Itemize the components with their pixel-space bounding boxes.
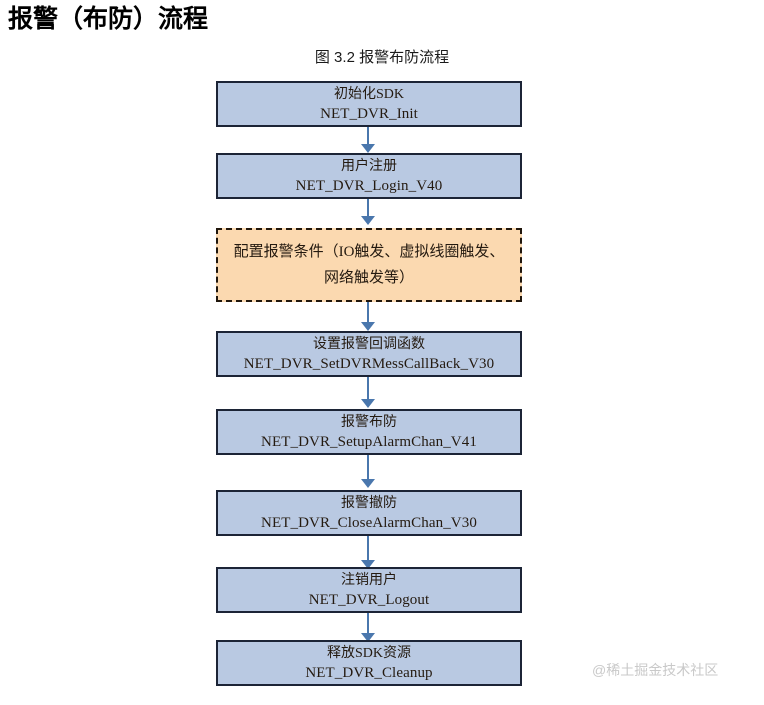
flow-node-set-alarm-callback[interactable]: 设置报警回调函数 NET_DVR_SetDVRMessCallBack_V30 (216, 331, 522, 377)
connector-line-1 (367, 127, 369, 144)
flow-node-api: NET_DVR_SetDVRMessCallBack_V30 (243, 355, 495, 372)
flow-node-title: 释放SDK资源 (326, 645, 411, 661)
flow-node-title: 用户注册 (341, 158, 397, 174)
flow-node-api: NET_DVR_Logout (308, 591, 430, 608)
flow-node-setup-alarm-chan[interactable]: 报警布防 NET_DVR_SetupAlarmChan_V41 (216, 409, 522, 455)
flow-node-api: NET_DVR_Login_V40 (295, 177, 443, 194)
flow-node-logout[interactable]: 注销用户 NET_DVR_Logout (216, 567, 522, 613)
flow-node-title: 注销用户 (341, 572, 397, 588)
flow-node-title: 初始化SDK (333, 86, 404, 102)
flow-node-title: 报警布防 (341, 414, 397, 430)
flow-node-api: NET_DVR_Init (320, 105, 418, 122)
connector-arrowhead-1 (361, 144, 375, 153)
flow-node-api: NET_DVR_SetupAlarmChan_V41 (261, 433, 477, 450)
flow-node-configure-alarm-conditions[interactable]: 配置报警条件（IO触发、虚拟线圈触发、网络触发等） (216, 228, 522, 302)
connector-arrowhead-5 (361, 479, 375, 488)
connector-line-2 (367, 199, 369, 216)
connector-arrowhead-7 (361, 633, 375, 642)
flow-node-title: 设置报警回调函数 (313, 336, 425, 352)
flow-node-init-sdk[interactable]: 初始化SDK NET_DVR_Init (216, 81, 522, 127)
connector-line-5 (367, 455, 369, 479)
connector-arrowhead-4 (361, 399, 375, 408)
page-title: 报警（布防）流程 (8, 5, 209, 33)
flow-node-title: 配置报警条件（IO触发、虚拟线圈触发、网络触发等） (233, 244, 505, 286)
flow-node-title: 报警撤防 (341, 495, 397, 511)
flow-node-close-alarm-chan[interactable]: 报警撤防 NET_DVR_CloseAlarmChan_V30 (216, 490, 522, 536)
connector-line-7 (367, 613, 369, 633)
flow-node-api: NET_DVR_Cleanup (305, 664, 433, 681)
connector-arrowhead-2 (361, 216, 375, 225)
flow-node-cleanup-sdk[interactable]: 释放SDK资源 NET_DVR_Cleanup (216, 640, 522, 686)
flow-node-api: NET_DVR_CloseAlarmChan_V30 (261, 514, 477, 531)
connector-line-4 (367, 377, 369, 399)
connector-line-3 (367, 302, 369, 322)
figure-caption: 图 3.2 报警布防流程 (314, 49, 450, 66)
flow-node-user-login[interactable]: 用户注册 NET_DVR_Login_V40 (216, 153, 522, 199)
connector-arrowhead-6 (361, 560, 375, 569)
connector-arrowhead-3 (361, 322, 375, 331)
connector-line-6 (367, 536, 369, 560)
watermark: @稀土掘金技术社区 (592, 662, 719, 678)
